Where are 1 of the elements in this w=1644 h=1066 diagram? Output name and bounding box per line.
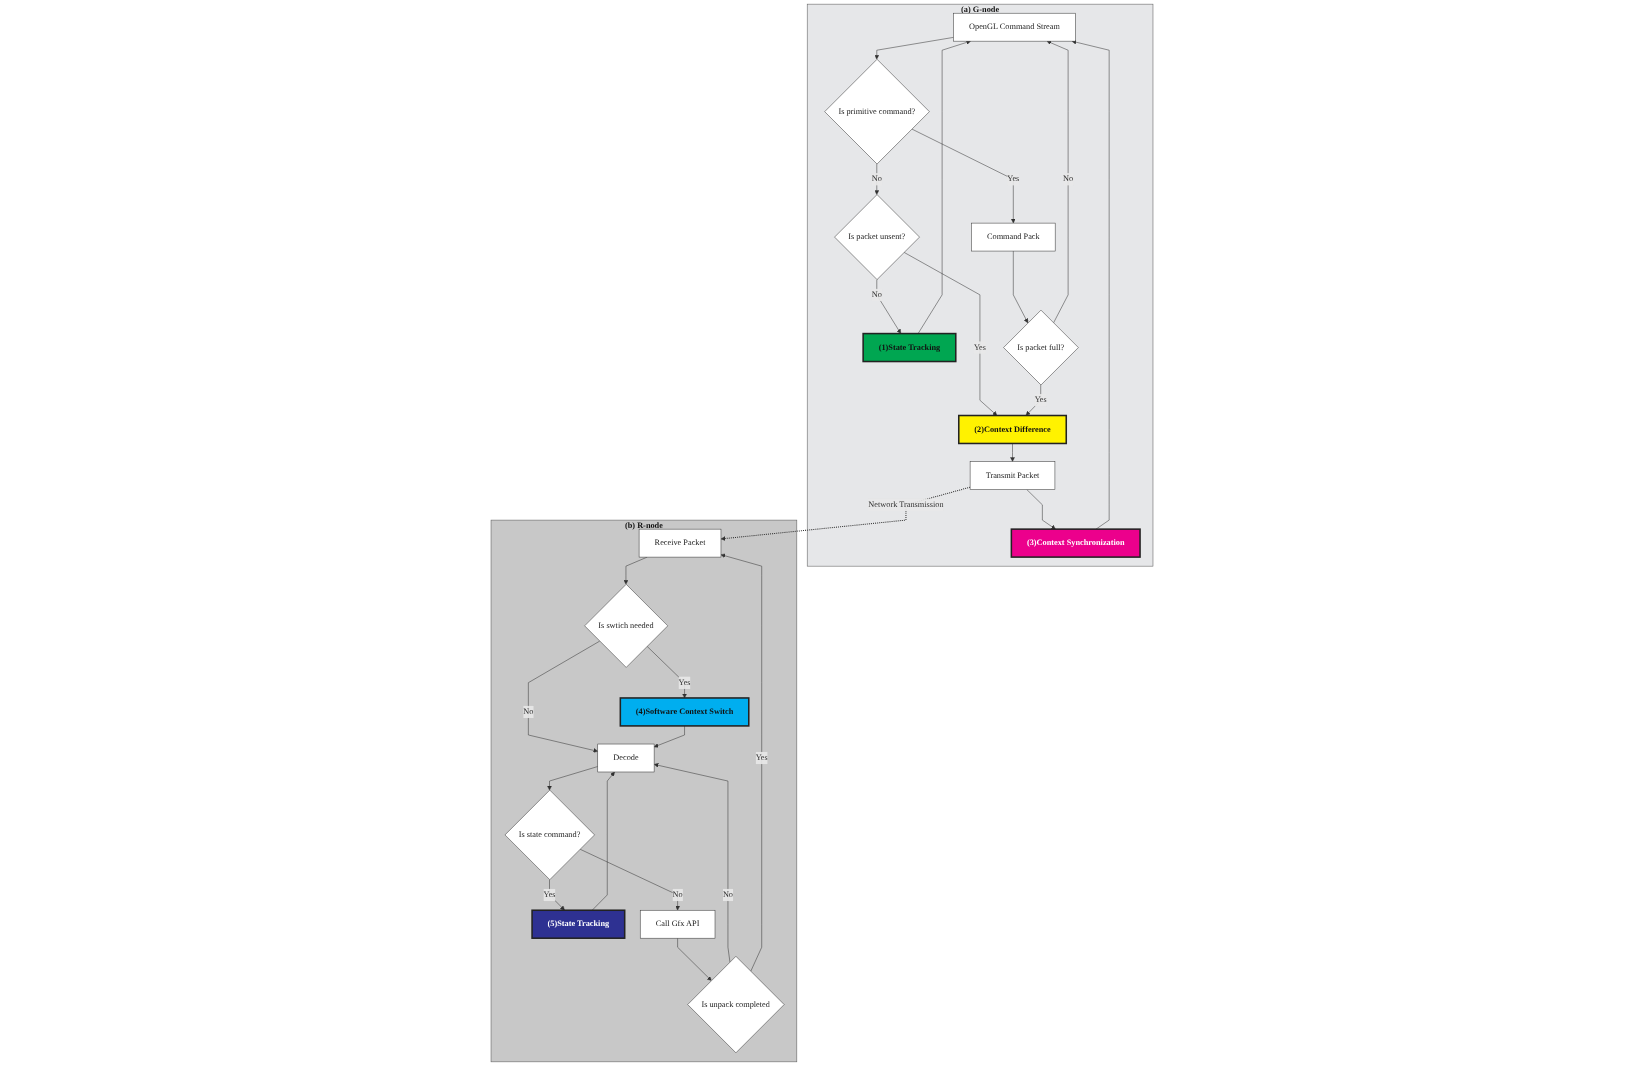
arrow	[720, 486, 971, 541]
